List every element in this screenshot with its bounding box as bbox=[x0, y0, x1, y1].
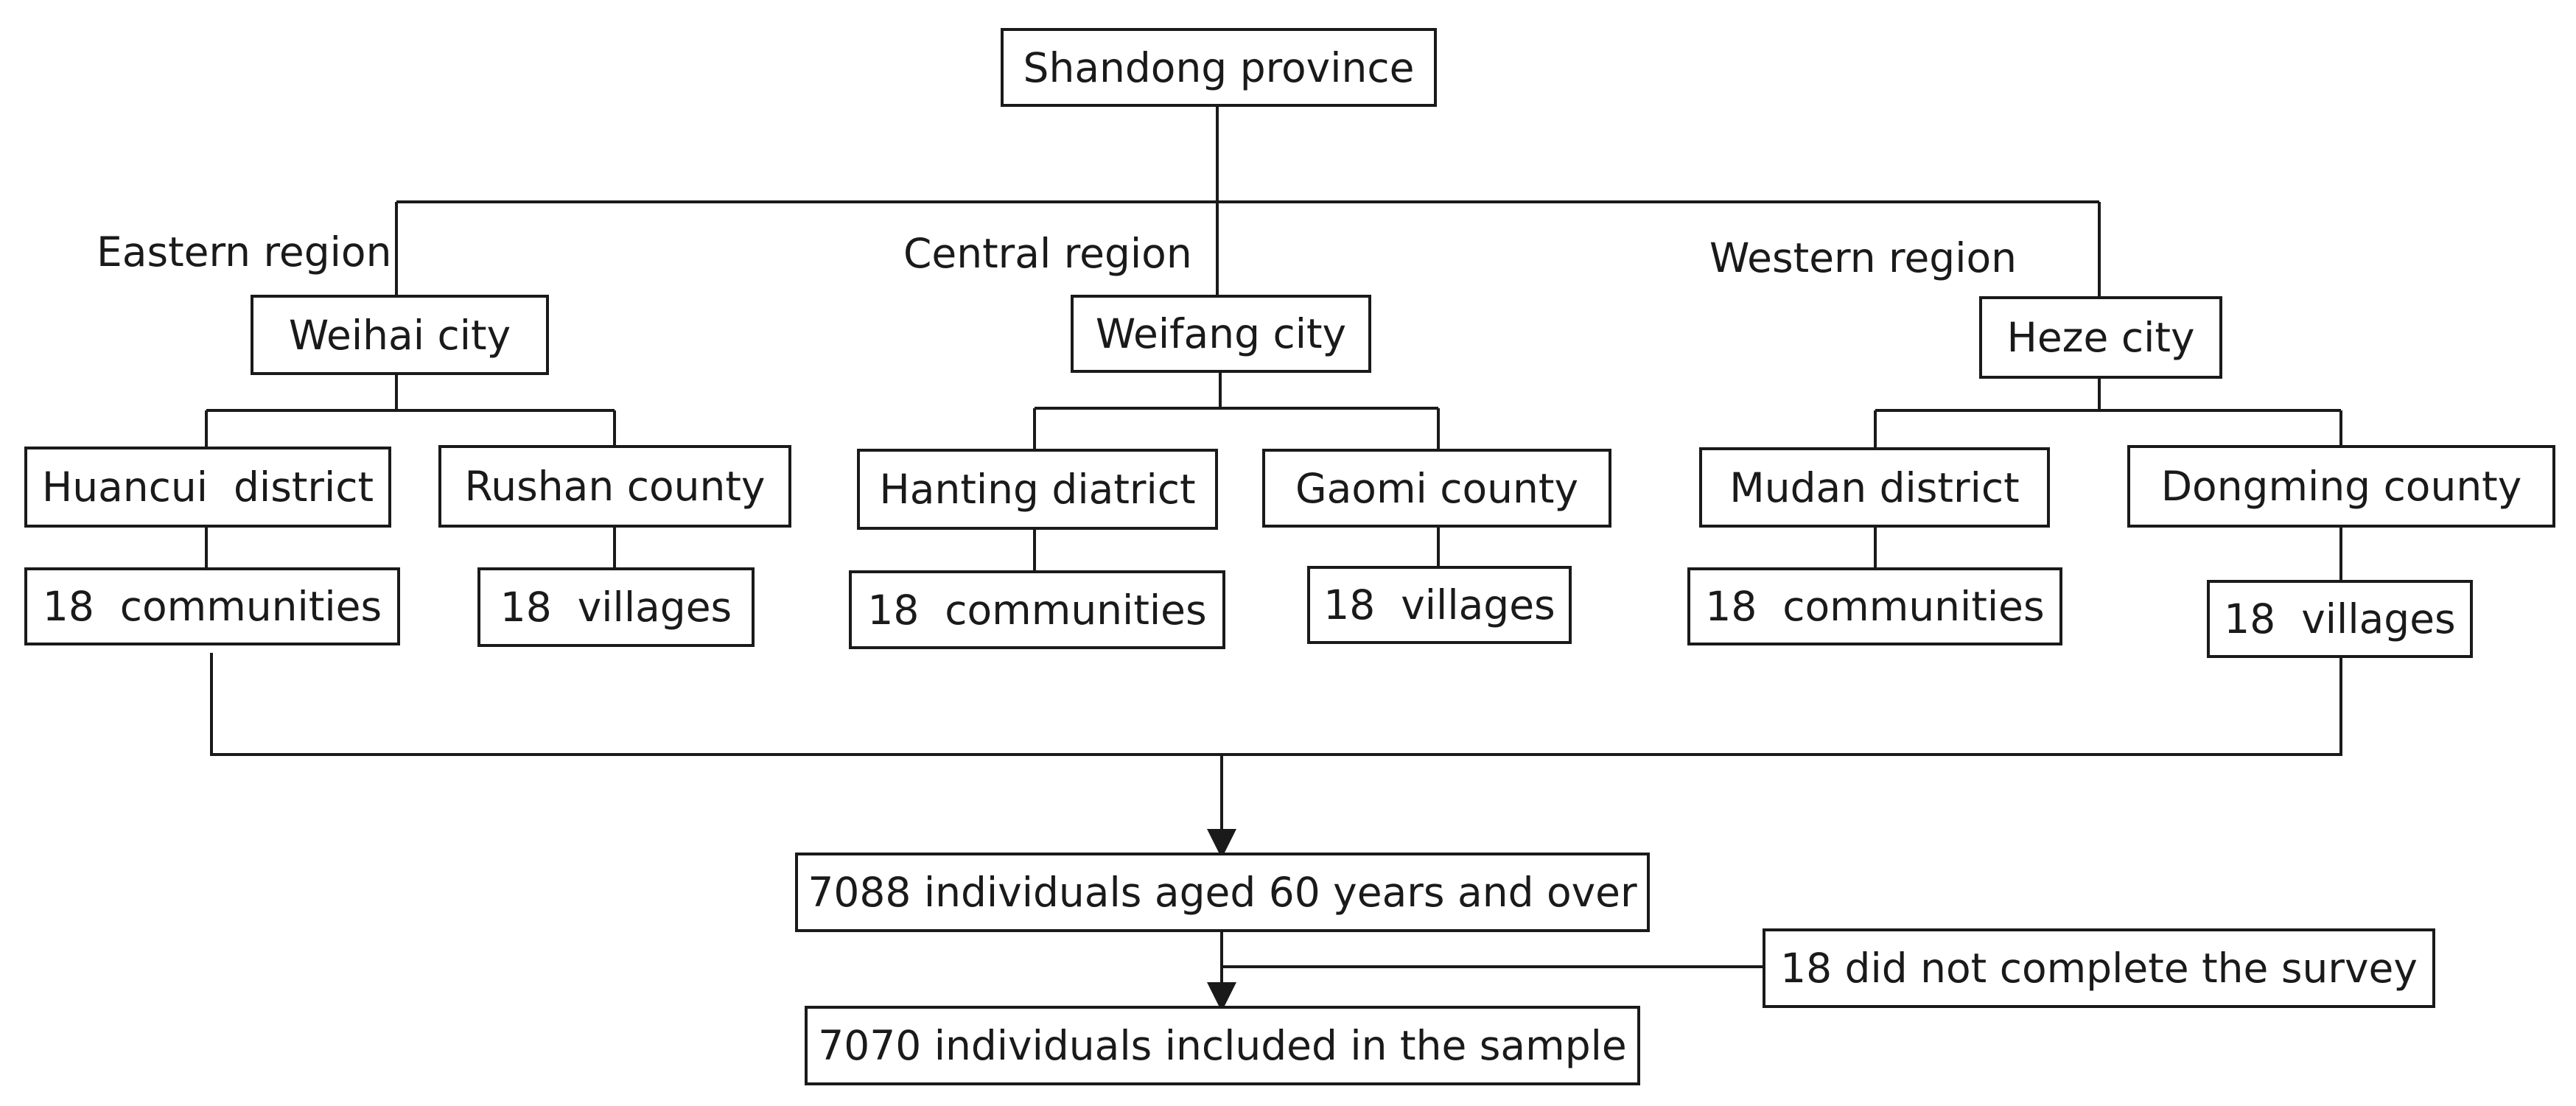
dongming-villages-box: 18 villages bbox=[2207, 580, 2473, 658]
huancui-communities-box: 18 communities bbox=[24, 567, 400, 645]
province-box: Shandong province bbox=[1001, 28, 1437, 107]
dongming-county-box: Dongming county bbox=[2127, 445, 2555, 528]
merge-line bbox=[210, 653, 2342, 756]
central-region-label: Central region bbox=[903, 230, 1192, 277]
heze-bus bbox=[1874, 409, 2342, 447]
rushan-county-box: Rushan county bbox=[438, 445, 791, 528]
mudan-communities-box: 18 communities bbox=[1687, 567, 2062, 645]
huancui-district-box: Huancui district bbox=[24, 447, 391, 528]
hanting-communities-box: 18 communities bbox=[849, 570, 1225, 649]
weifang-bus bbox=[1033, 407, 1440, 449]
gaomi-county-box: Gaomi county bbox=[1262, 449, 1611, 528]
weifang-city-box: Weifang city bbox=[1071, 295, 1371, 373]
mudan-district-box: Mudan district bbox=[1699, 447, 2050, 528]
excluded-box: 18 did not complete the survey bbox=[1763, 928, 2435, 1008]
rushan-villages-box: 18 villages bbox=[477, 567, 755, 647]
eastern-region-label: Eastern region bbox=[97, 228, 392, 276]
total-individuals-box: 7088 individuals aged 60 years and over bbox=[795, 853, 1650, 932]
final-sample-box: 7070 individuals included in the sample bbox=[805, 1006, 1640, 1085]
weihai-city-box: Weihai city bbox=[251, 295, 549, 375]
heze-city-box: Heze city bbox=[1979, 296, 2222, 379]
hanting-district-box: Hanting diatrict bbox=[857, 449, 1218, 530]
weihai-bus bbox=[205, 409, 616, 447]
gaomi-villages-box: 18 villages bbox=[1307, 566, 1572, 644]
western-region-label: Western region bbox=[1709, 234, 2017, 281]
